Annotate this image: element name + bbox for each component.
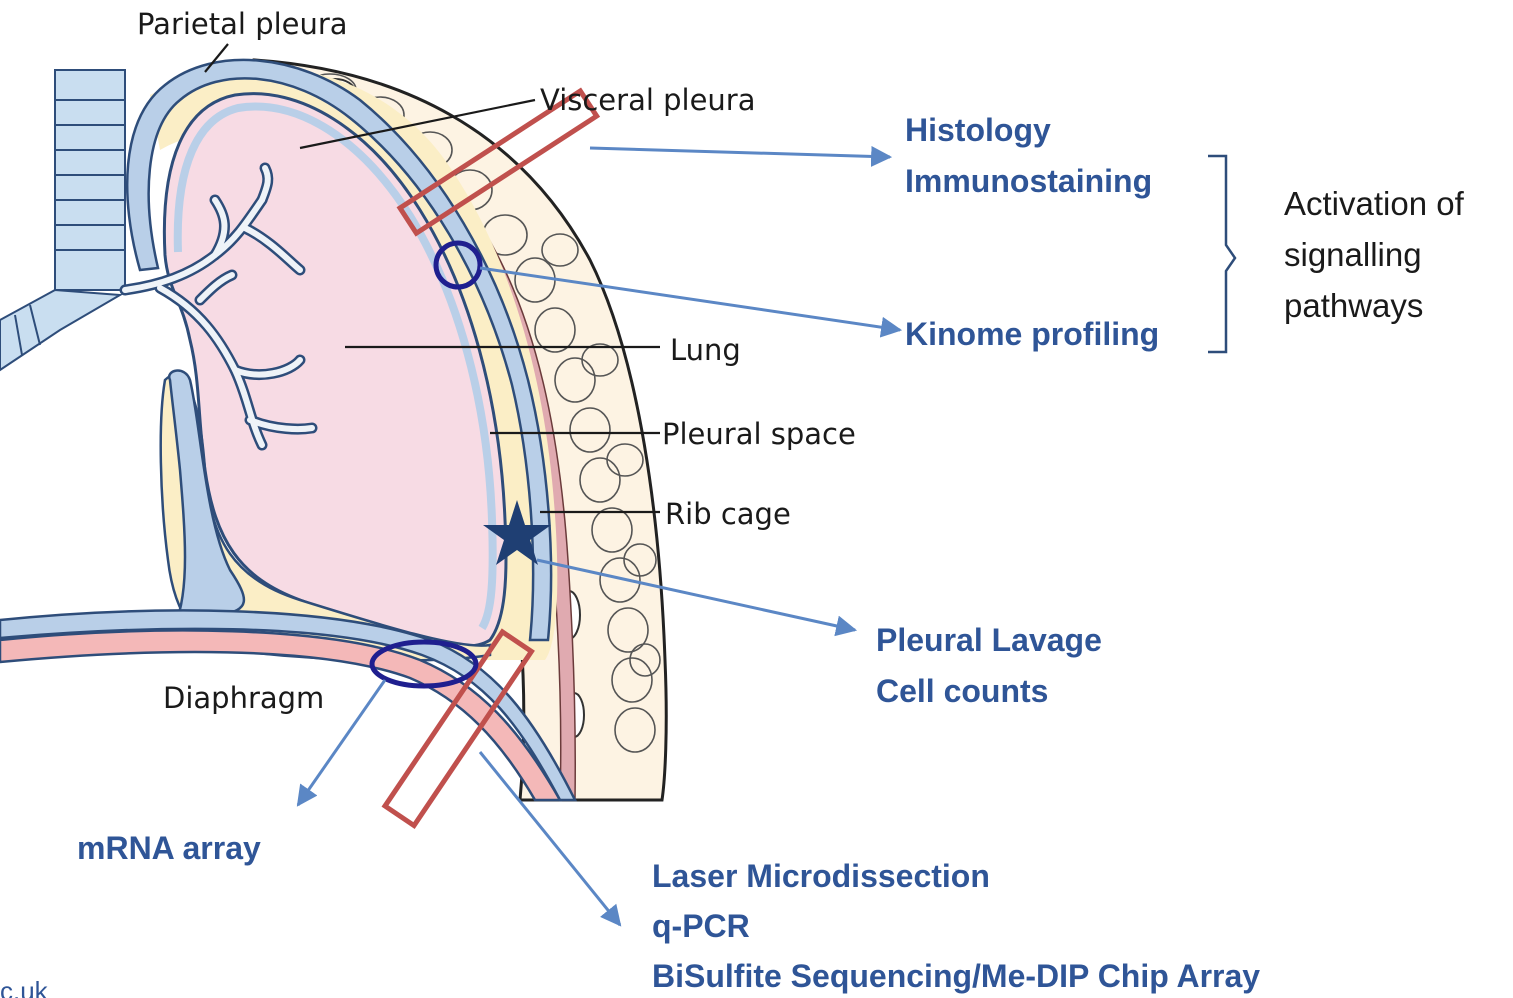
label-mrna-array: mRNA array (77, 830, 261, 866)
label-histology: Histology (905, 112, 1051, 148)
label-pleural-lavage: Pleural Lavage (876, 622, 1102, 658)
label-bisulfite: BiSulfite Sequencing/Me-DIP Chip Array (652, 958, 1260, 994)
note-line-1: Activation of (1284, 185, 1465, 222)
label-qpcr: q-PCR (652, 908, 750, 944)
label-kinome-profiling: Kinome profiling (905, 316, 1159, 352)
anatomy-illustration (0, 60, 666, 800)
signalling-bracket (1208, 156, 1235, 352)
note-line-2: signalling (1284, 236, 1422, 273)
label-visceral-pleura: Visceral pleura (540, 83, 756, 117)
label-parietal-pleura: Parietal pleura (137, 7, 348, 41)
signalling-note: Activation of signalling pathways (1284, 185, 1465, 324)
trachea (0, 70, 125, 370)
label-cell-counts: Cell counts (876, 673, 1048, 709)
label-lung: Lung (670, 333, 741, 367)
label-diaphragm: Diaphragm (163, 681, 324, 715)
label-laser-microdissection: Laser Microdissection (652, 858, 990, 894)
label-rib-cage: Rib cage (665, 497, 791, 531)
note-line-3: pathways (1284, 287, 1423, 324)
label-immunostaining: Immunostaining (905, 163, 1152, 199)
footer-url-fragment: c.uk (0, 976, 49, 998)
label-pleural-space: Pleural space (662, 417, 856, 451)
arrow-histology (590, 148, 890, 157)
